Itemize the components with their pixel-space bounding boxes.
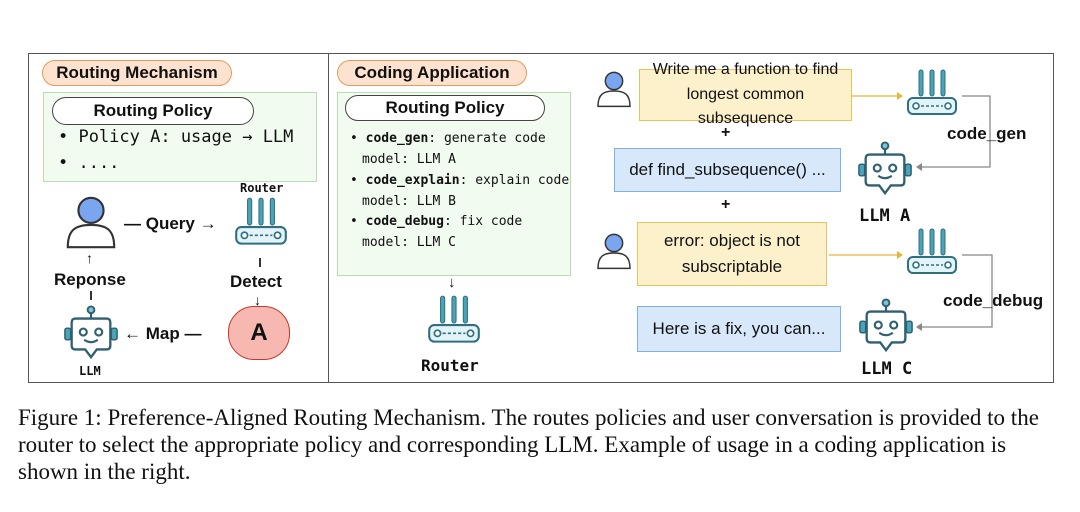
response-arrow: ↑ bbox=[86, 250, 93, 266]
detect-tick bbox=[259, 258, 261, 267]
detect-arrow: ↓ bbox=[254, 292, 261, 308]
query-label: — Query → bbox=[124, 214, 217, 233]
policy-model-code-gen: model: LLM A bbox=[362, 152, 456, 167]
map-label: ← Map — bbox=[124, 324, 202, 343]
policy-model-code-explain: model: LLM B bbox=[362, 194, 456, 209]
left-policy-line-1: • Policy A: usage → LLM bbox=[58, 127, 294, 147]
llm-reply-2: Here is a fix, you can... bbox=[637, 306, 841, 352]
router-icon-1 bbox=[902, 66, 962, 126]
policy-desc-code-debug: fix code bbox=[459, 214, 523, 229]
llm-c-robot-icon bbox=[857, 298, 915, 356]
user-message-1: Write me a function to find longest comm… bbox=[639, 61, 852, 127]
route-label-code-debug: code_debug bbox=[943, 291, 1044, 310]
llm-reply-1: def find_subsequence() ... bbox=[614, 148, 841, 192]
right-router-label: Router bbox=[421, 356, 479, 375]
llm-a-label: LLM A bbox=[859, 206, 911, 226]
user-icon-2 bbox=[594, 228, 634, 274]
policy-to-router-arrow: ↓ bbox=[448, 274, 456, 291]
left-llm-label: LLM bbox=[79, 364, 101, 378]
policy-node-a: A bbox=[228, 306, 290, 360]
policy-item-code-explain: • code_explain: explain code bbox=[350, 173, 570, 188]
llm-c-label: LLM C bbox=[861, 359, 913, 379]
policy-node-a-label: A bbox=[250, 319, 268, 346]
policy-desc-code-explain: explain code bbox=[475, 173, 570, 188]
policy-item-code-debug: • code_debug: fix code bbox=[350, 214, 523, 229]
llm-a-robot-icon bbox=[856, 141, 914, 199]
routing-mechanism-title: Routing Mechanism bbox=[42, 60, 232, 86]
response-tick bbox=[90, 291, 92, 300]
coding-application-title: Coding Application bbox=[337, 60, 527, 86]
right-policy-title: Routing Policy bbox=[345, 95, 545, 121]
plus-sign-2: + bbox=[721, 196, 731, 213]
response-label: Reponse bbox=[54, 270, 126, 289]
figure-caption: Figure 1: Preference-Aligned Routing Mec… bbox=[18, 405, 1039, 484]
right-policy-box bbox=[337, 92, 571, 276]
router-icon-2 bbox=[902, 225, 962, 285]
route-label-code-gen: code_gen bbox=[947, 124, 1027, 143]
left-policy-title: Routing Policy bbox=[52, 97, 254, 125]
left-policy-line-2: • .... bbox=[58, 153, 120, 173]
policy-desc-code-gen: generate code bbox=[443, 131, 546, 146]
policy-key-code-gen: code_gen bbox=[365, 131, 429, 146]
policy-key-code-explain: code_explain bbox=[365, 173, 460, 188]
detect-label: Detect bbox=[230, 272, 282, 291]
policy-key-code-debug: code_debug bbox=[365, 214, 444, 229]
user-message-2: error: object is not subscriptable bbox=[637, 222, 827, 286]
policy-item-code-gen: • code_gen: generate code bbox=[350, 131, 546, 146]
conversation-connectors bbox=[829, 92, 993, 331]
policy-model-code-debug: model: LLM C bbox=[362, 235, 456, 250]
user-icon-1 bbox=[594, 66, 634, 112]
left-router-label: Router bbox=[240, 181, 284, 195]
plus-sign-1: + bbox=[721, 124, 731, 141]
